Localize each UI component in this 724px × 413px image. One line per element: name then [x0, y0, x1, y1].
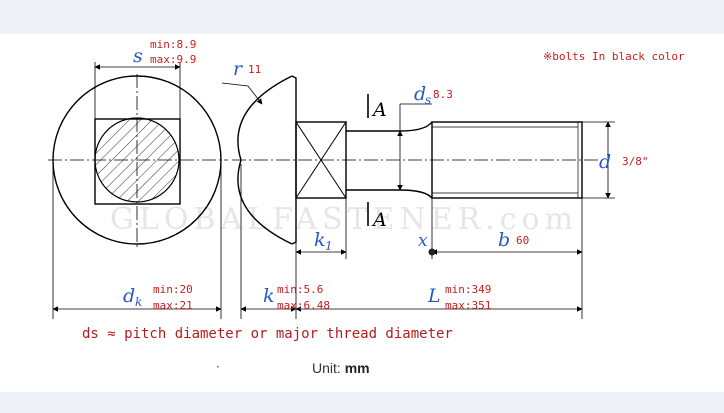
r-value: 11 [248, 63, 261, 76]
s-max-value: max:9.9 [150, 53, 196, 66]
unit-value: mm [344, 360, 370, 376]
section-a-top-label: A [371, 99, 387, 121]
L-max-value: max:351 [445, 299, 491, 312]
k1-subscript: 1 [325, 239, 333, 253]
k1-symbol: k [314, 229, 326, 251]
dk-symbol: d [123, 285, 135, 307]
unit-label: Unit: [312, 360, 341, 376]
bolt-drawing: GLOBALFASTENER.com [48, 38, 685, 319]
d-value: 3/8" [622, 155, 649, 168]
dk-max-value: max:21 [153, 299, 193, 312]
r-symbol: r [233, 58, 244, 80]
L-symbol: L [427, 285, 441, 307]
ds-value: 8.3 [433, 88, 453, 101]
b-value: 60 [516, 234, 529, 247]
b-symbol: b [498, 229, 510, 251]
diagram-card: GLOBALFASTENER.com [0, 34, 724, 392]
k-min-value: min:5.6 [277, 283, 323, 296]
L-min-value: min:349 [445, 283, 491, 296]
bolt-color-note: ※bolts In black color [543, 50, 685, 63]
dk-subscript: k [135, 295, 142, 309]
k-max-value: max:6.48 [277, 299, 330, 312]
head-end-view [48, 62, 228, 319]
dimension-labels: s min:8.9 max:9.9 r 11 ※bolts In black c… [123, 38, 685, 312]
s-symbol: s [133, 45, 143, 67]
ds-symbol: d [414, 83, 426, 105]
x-symbol: x [418, 231, 428, 251]
unit-line: Unit: mm [312, 360, 370, 376]
watermark-text: GLOBALFASTENER.com [110, 202, 578, 237]
ds-subscript: s [425, 93, 431, 107]
section-a-bottom-label: A [371, 209, 387, 231]
s-min-value: min:8.9 [150, 38, 196, 51]
separator-dot: · [216, 360, 220, 374]
ds-footnote: ds ≈ pitch diameter or major thread diam… [82, 326, 453, 342]
bolt-side-view [221, 75, 615, 319]
x-point-marker [428, 248, 436, 256]
dk-min-value: min:20 [153, 283, 193, 296]
k-symbol: k [263, 285, 275, 307]
d-symbol: d [599, 151, 611, 173]
